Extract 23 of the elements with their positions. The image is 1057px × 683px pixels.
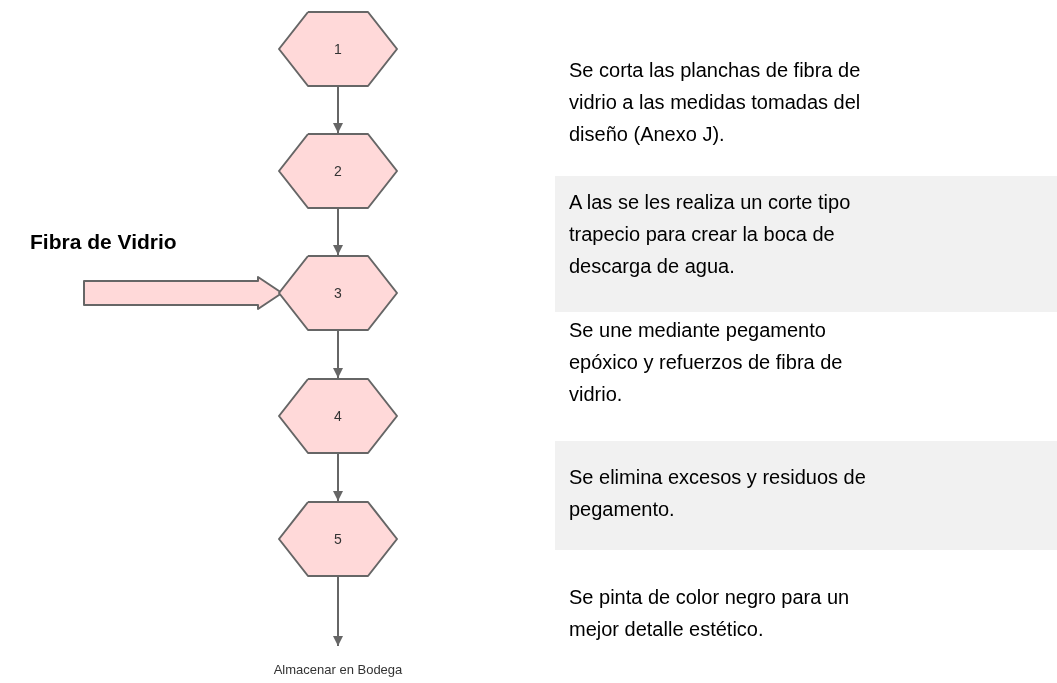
step-description: Se une mediante pegamento epóxico y refuerzos de fibra de vidrio. bbox=[569, 318, 844, 407]
step-number: 1 bbox=[334, 41, 342, 57]
arrow bbox=[333, 576, 343, 647]
step-description: Se corta las planchas de fibra de vidrio a las medidas tomadas del diseño (Anexo J). bbox=[569, 58, 862, 147]
arrow bbox=[333, 330, 343, 379]
step-description: Se elimina excesos y residuos de pegamento. bbox=[569, 465, 867, 522]
arrow bbox=[333, 453, 343, 502]
arrow bbox=[333, 208, 343, 256]
step-number: 4 bbox=[334, 408, 342, 424]
step-number: 5 bbox=[334, 531, 342, 547]
end-label: Almacenar en Bodega bbox=[273, 662, 403, 677]
block-arrow bbox=[83, 276, 283, 310]
step-description: A las se les realiza un corte tipo trapecio para crear la boca de descarga de agua. bbox=[569, 190, 852, 279]
process-hexagon bbox=[278, 255, 398, 331]
process-hexagon bbox=[278, 11, 398, 87]
step-description: Se pinta de color negro para un mejor detalle estético. bbox=[569, 585, 851, 642]
process-hexagon bbox=[278, 133, 398, 209]
process-hexagon bbox=[278, 501, 398, 577]
arrow bbox=[333, 86, 343, 134]
input-material-label: Fibra de Vidrio bbox=[30, 230, 177, 253]
process-hexagon bbox=[278, 378, 398, 454]
step-number: 2 bbox=[334, 163, 342, 179]
step-number: 3 bbox=[334, 285, 342, 301]
